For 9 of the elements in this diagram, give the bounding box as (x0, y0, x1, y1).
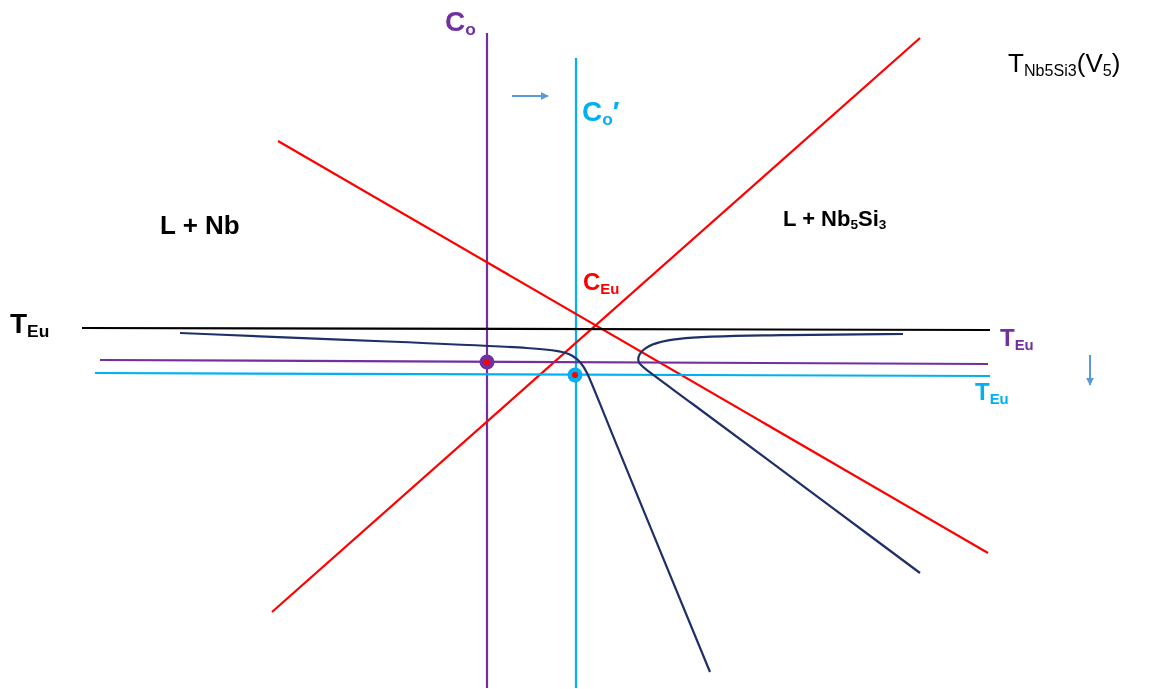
phase-region-label: L + Nb (160, 212, 240, 238)
phase-region-label: L + Nb$_{5}$Si$_{3}$ (783, 208, 887, 233)
composition-label: C$_{o}$ (445, 8, 476, 39)
eutectic-temperature-label: T$_{Eu}$ (1000, 326, 1034, 353)
eutectic-temperature-label: T$_{Eu}$ (10, 310, 50, 341)
eutectic-temperature-label: T$_{Eu}$ (975, 380, 1009, 407)
eutectic-composition-label: C$_{Eu}$ (583, 270, 620, 297)
composition-label: C$_{o}$′ (582, 98, 620, 129)
temperature-label: T$_{Nb5Si3}$(V$_{5}$) (1008, 50, 1121, 79)
